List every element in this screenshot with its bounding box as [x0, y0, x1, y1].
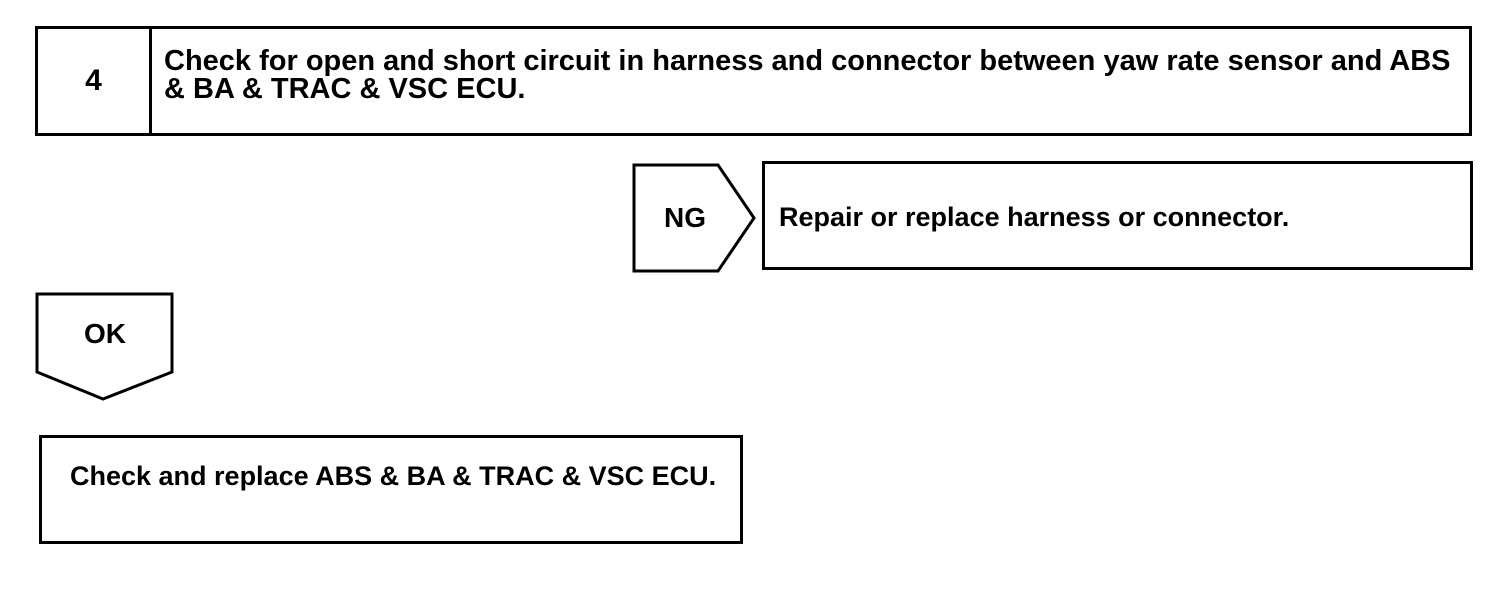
ok-result-box: Check and replace ABS & BA & TRAC & VSC …	[39, 435, 743, 544]
ng-result-box: Repair or replace harness or connector.	[762, 161, 1473, 270]
ng-label: NG	[664, 202, 706, 233]
ok-result-text: Check and replace ABS & BA & TRAC & VSC …	[70, 461, 717, 491]
step-description: Check for open and short circuit in harn…	[164, 45, 1451, 105]
ng-arrow-shape	[632, 163, 756, 273]
ng-result-text: Repair or replace harness or connector.	[779, 202, 1290, 232]
step-number: 4	[38, 29, 152, 133]
ok-label: OK	[84, 318, 126, 349]
ng-arrow-outline	[632, 163, 756, 273]
step-box: 4 Check for open and short circuit in ha…	[35, 26, 1472, 136]
ok-arrow-outline	[35, 292, 174, 401]
ok-arrow-shape	[35, 292, 174, 401]
